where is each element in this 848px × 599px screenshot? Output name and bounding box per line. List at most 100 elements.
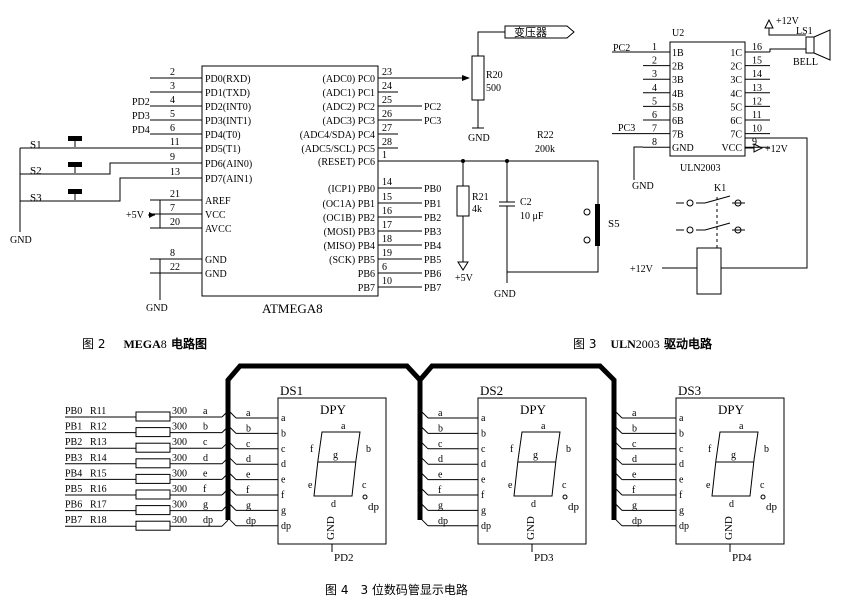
mega8-left-pin-name: PD7(AIN1) <box>205 174 252 185</box>
uln-ref: U2 <box>672 28 684 39</box>
uln-left-pin-name: 5B <box>672 102 684 113</box>
segment-dp-label: dp <box>568 501 580 513</box>
display-input-resistor-ref: R18 <box>90 515 107 526</box>
display-bus-tap <box>615 427 623 434</box>
r20-value: 500 <box>486 83 501 94</box>
mega8-right-pin-net: PB1 <box>424 199 441 210</box>
transformer-tag <box>504 25 575 39</box>
display-segment-wire-label: d <box>246 454 251 465</box>
display-input-resistor-value: 300 <box>172 422 187 433</box>
mega8-right-pin-name: (OC1B) PB2 <box>323 213 375 224</box>
segment-a-label: a <box>341 421 346 432</box>
display-digit-type: DPY <box>520 402 547 417</box>
uln-left-pin-number: 7 <box>652 124 657 135</box>
display-digit-type: DPY <box>718 402 745 417</box>
uln-left-pin-number: 6 <box>652 110 657 121</box>
display-input-segment: a <box>203 406 208 417</box>
segment-b-label: b <box>566 444 571 455</box>
relay-label: K1 <box>714 183 726 194</box>
display-segment-wire-label: e <box>246 470 251 481</box>
display-input-resistor <box>135 442 171 453</box>
mega8-right-pin-name: (ADC4/SDA) PC4 <box>300 130 375 141</box>
display-input-resistor <box>135 458 171 469</box>
mega8-left-pin-number: 22 <box>170 262 180 273</box>
display-segment-pin-label: dp <box>679 521 689 532</box>
plus5v-label-reset: +5V <box>455 273 474 284</box>
display-input-pin: PB5 <box>65 484 82 495</box>
switch-s5 <box>595 204 600 246</box>
gnd-label-switches: GND <box>10 235 32 246</box>
uln-right-pin-name: VCC <box>721 143 742 154</box>
segment-e-label: e <box>508 480 513 491</box>
display-segment-wire-label: e <box>438 470 443 481</box>
mega8-left-pin-name: PD3(INT1) <box>205 116 251 127</box>
mega8-left-pin-number: 9 <box>170 152 175 163</box>
net-label-pd2: PD2 <box>132 97 150 108</box>
segment-dp-label: dp <box>368 501 380 513</box>
mega8-left-pin-number: 13 <box>170 167 180 178</box>
uln-right-pin-name: 5C <box>730 102 742 113</box>
display-bus-tap <box>229 488 237 496</box>
segment-dp-dot <box>562 494 568 500</box>
mega8-circuit: ATMEGA8 2PD0(RXD)3PD1(TXD)4PD2(INT0)5PD3… <box>10 25 620 316</box>
seven-segment-glyph <box>513 431 561 497</box>
uln-net-pc3: PC3 <box>618 123 635 134</box>
mega8-left-pin-number: 21 <box>170 189 180 200</box>
display-bus-tap <box>615 519 623 527</box>
display-bus-tap <box>421 427 429 434</box>
mega8-right-pin-name: PB7 <box>358 283 375 294</box>
display-input-resistor <box>135 411 171 422</box>
mega8-right-pin-number: 19 <box>382 248 392 259</box>
segment-f-label: f <box>510 444 514 455</box>
switch-s3: S3 <box>30 189 95 204</box>
mega8-left-pin-name: PD0(RXD) <box>205 74 251 85</box>
display-input-resistor-ref: R17 <box>90 500 107 511</box>
uln-right-pin-number: 12 <box>752 96 762 107</box>
display-segment-pin-label: g <box>481 505 486 516</box>
display-bus-tap <box>229 519 237 527</box>
mega8-right-pin-name: (ADC0) PC0 <box>322 74 375 85</box>
display-segment-wire-label: a <box>246 408 251 419</box>
display-segment-wire-label: g <box>438 500 443 511</box>
uln-left-pin-number: 4 <box>652 83 657 94</box>
uln-right-pin-name: 3C <box>730 75 742 86</box>
net-label-pd4: PD4 <box>132 125 150 136</box>
display-bus-tap <box>229 427 237 434</box>
uln-left-pin-number: 3 <box>652 69 657 80</box>
switch-s1: S1 <box>30 136 95 151</box>
segment-dp-dot <box>760 494 766 500</box>
display-bus-tap <box>221 441 229 449</box>
display-segment-pin-label: b <box>481 428 486 439</box>
plus12v-top: +12V <box>776 16 800 27</box>
mega8-right-pin-number: 16 <box>382 206 392 217</box>
display-digit-gnd: GND <box>325 516 337 540</box>
display-segment-pin-label: dp <box>281 521 291 532</box>
display-digit-ctrl: PD2 <box>334 552 354 564</box>
display-bus-tap <box>221 457 229 465</box>
mega8-left-pin-number: 2 <box>170 67 175 78</box>
mega8-right-pin-net: PB7 <box>424 283 441 294</box>
mega8-right-pin-number: 15 <box>382 192 392 203</box>
mega8-right-pin-name: PB6 <box>358 269 375 280</box>
mega8-right-pin-net: PB4 <box>424 241 441 252</box>
display-segment-pin-label: e <box>281 475 286 486</box>
display-segment-pin-label: b <box>281 428 286 439</box>
display-segment-pin-label: a <box>281 413 286 424</box>
mega8-left-pin-number: 20 <box>170 217 180 228</box>
display-segment-pin-label: c <box>481 444 486 455</box>
segment-d-label: d <box>531 499 536 510</box>
segment-a-label: a <box>739 421 744 432</box>
r22-label: R22 <box>537 130 554 141</box>
display-segment-wire-label: c <box>246 439 251 450</box>
bell-speaker <box>805 36 815 54</box>
mega8-left-pin-number: 8 <box>170 248 175 259</box>
display-bus-tap <box>421 519 429 527</box>
uln-right-pin-number: 15 <box>752 56 762 67</box>
uln-right-pin-name: 7C <box>730 130 742 141</box>
mega8-right-pin-net: PC3 <box>424 116 441 127</box>
